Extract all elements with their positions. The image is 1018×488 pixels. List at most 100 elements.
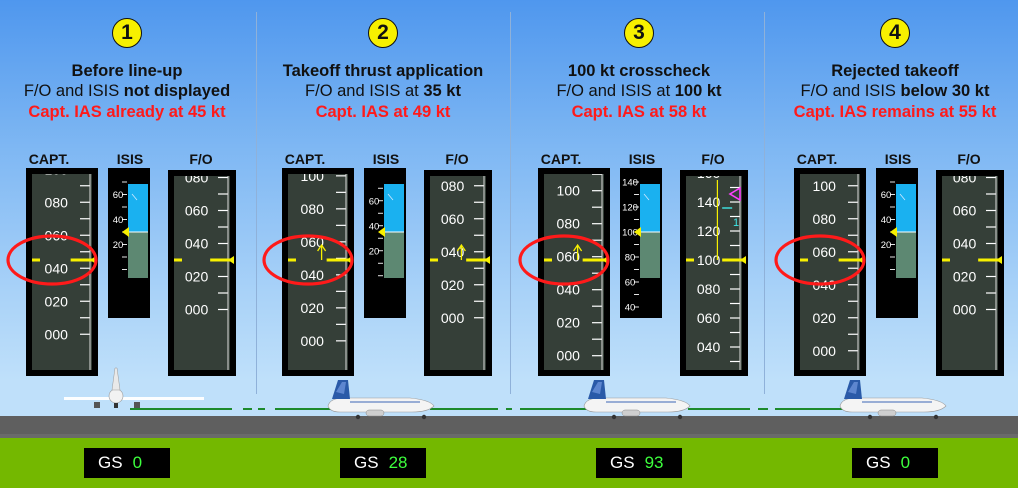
- tape-label: 000: [45, 326, 69, 342]
- tape-label: 080: [185, 170, 209, 186]
- isis-sky: [384, 184, 404, 232]
- tape-label: 100: [697, 252, 721, 268]
- tape-label: 120: [45, 128, 69, 144]
- ground-speed-value: 0: [900, 453, 911, 472]
- tape-label: 080: [441, 178, 465, 194]
- tape-label: 120: [697, 223, 721, 239]
- tape-label: 160: [697, 165, 721, 181]
- tape-label: 060: [697, 310, 721, 326]
- isis-speed-pointer: [122, 227, 129, 237]
- isis-label: 60: [113, 190, 124, 201]
- fo-label: F/O: [189, 151, 213, 167]
- aircraft-icon: [583, 380, 691, 420]
- isis-sky: [640, 184, 660, 232]
- phase-alert-line: Capt. IAS at 58 kt: [571, 103, 707, 121]
- phase-number-badge: 1: [112, 18, 142, 48]
- isis-ground: [384, 232, 404, 278]
- phase-status-line: F/O and ISIS not displayed: [23, 82, 231, 100]
- phase-number-badge: 4: [880, 18, 910, 48]
- phase-status-line: F/O and ISIS below 30 kt: [800, 82, 990, 100]
- tape-label: 020: [557, 315, 581, 331]
- panel-divider: [764, 12, 765, 394]
- fo-label: F/O: [701, 151, 725, 167]
- aircraft-icon: [839, 380, 947, 420]
- ground-speed-value: 28: [388, 453, 408, 472]
- aircraft-layer: [839, 380, 947, 420]
- isis-label: 60: [625, 278, 636, 289]
- fo-label: F/O: [957, 151, 981, 167]
- capt-label: CAPT.: [540, 151, 582, 167]
- isis-label: 120: [622, 203, 638, 214]
- isis-sky: [128, 184, 148, 232]
- attention-circle: [262, 234, 354, 286]
- attention-circle: [518, 234, 610, 286]
- phase-title: Rejected takeoff: [831, 62, 959, 80]
- isis-label: 40: [881, 215, 892, 226]
- tape-label: 100: [557, 183, 581, 199]
- phase-panel-2: 2 Takeoff thrust application F/O and ISI…: [256, 0, 510, 488]
- tape-label: 100: [813, 178, 837, 194]
- tape-label: 080: [557, 216, 581, 232]
- instrument-cluster: 0000200400600801001201404060801001201400…: [518, 168, 748, 376]
- capt-label: CAPT.: [28, 151, 70, 167]
- phase-panel-1: 1 Before line-up F/O and ISIS not displa…: [0, 0, 254, 488]
- tape-label: 180: [697, 136, 721, 152]
- isis-ground: [640, 232, 660, 278]
- aircraft-icon: [64, 367, 204, 408]
- fo-speed-tape-3: 0200400600801001201401601801: [680, 136, 748, 376]
- tape-label: 020: [185, 269, 209, 285]
- tape-label: 040: [441, 244, 465, 260]
- aircraft-layer: [583, 380, 691, 420]
- fo-label: F/O: [445, 151, 469, 167]
- tape-label: 140: [697, 194, 721, 210]
- isis-speed-pointer: [890, 227, 897, 237]
- tape-label: 040: [953, 236, 977, 252]
- phase-status-line: F/O and ISIS at 100 kt: [556, 82, 722, 100]
- tape-label: 080: [697, 281, 721, 297]
- panel-divider: [256, 12, 257, 394]
- tape-label: 040: [301, 267, 325, 283]
- isis-label: 60: [881, 190, 892, 201]
- attention-circle: [6, 234, 98, 286]
- isis-label: ISIS: [884, 151, 912, 167]
- isis-speed-pointer: [378, 227, 385, 237]
- phase-alert-line: Capt. IAS already at 45 kt: [28, 103, 226, 121]
- phase-alert-line: Capt. IAS at 49 kt: [315, 103, 451, 121]
- aircraft-layer: [64, 367, 204, 408]
- aircraft-icon: [327, 380, 435, 420]
- isis-label: 80: [625, 253, 636, 264]
- aircraft-layer: [327, 380, 435, 420]
- isis-label: 20: [369, 246, 380, 257]
- phase-panel-3: 3 100 kt crosscheck F/O and ISIS at 100 …: [512, 0, 766, 488]
- tape-label: 040: [185, 236, 209, 252]
- phase-title: 100 kt crosscheck: [567, 62, 711, 80]
- isis-label: ISIS: [116, 151, 144, 167]
- ground-speed-value: 0: [132, 453, 143, 472]
- tape-label: 080: [45, 194, 69, 210]
- tape-label: 080: [813, 211, 837, 227]
- tape-label: 060: [557, 249, 581, 265]
- tape-label: 080: [301, 201, 325, 217]
- phase-title: Takeoff thrust application: [282, 62, 484, 80]
- tape-label: 020: [953, 269, 977, 285]
- isis-label: ISIS: [372, 151, 400, 167]
- capt-label: CAPT.: [284, 151, 326, 167]
- instrument-cluster: 0000200400600801001202040600000200400600…: [262, 168, 492, 376]
- phase-number-badge: 2: [368, 18, 398, 48]
- isis-ground: [128, 232, 148, 278]
- tape-label: 120: [301, 135, 325, 151]
- tape-label: 020: [441, 277, 465, 293]
- tape-label: 040: [557, 282, 581, 298]
- isis-label: 20: [113, 240, 124, 251]
- tape-label: 000: [441, 310, 465, 326]
